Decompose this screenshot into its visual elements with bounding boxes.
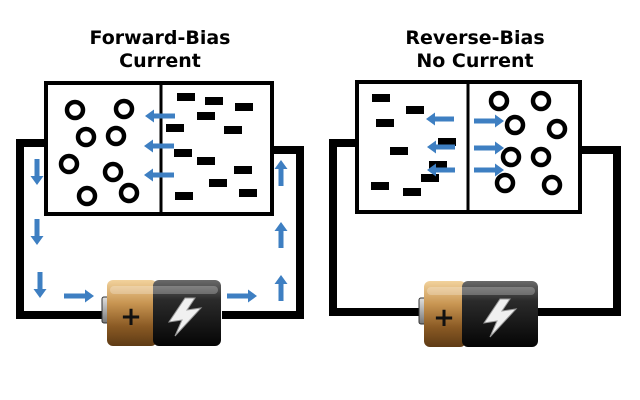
flow-arrow <box>474 141 504 155</box>
battery-copper-half <box>107 280 157 346</box>
reverse-circuit: + <box>329 80 621 347</box>
hole-circle <box>546 118 568 140</box>
hole-circle <box>58 153 80 175</box>
electron-dash <box>205 97 223 105</box>
hole-circle <box>102 161 124 183</box>
forward-title-line1: Forward-Bias <box>89 27 231 49</box>
plus-sign: + <box>120 302 142 332</box>
electron-dash <box>197 157 215 165</box>
reverse-wire-right <box>538 146 621 316</box>
electron-dash <box>175 192 193 200</box>
electron-dash <box>421 174 439 182</box>
hole-circle <box>76 185 98 207</box>
electron-dash <box>376 119 394 127</box>
hole-circle <box>75 126 97 148</box>
hole-circle <box>64 99 86 121</box>
hole-circle <box>541 174 563 196</box>
electron-dash <box>234 166 252 174</box>
forward-circuit: + <box>16 81 304 346</box>
electron-dash <box>438 138 456 146</box>
electron-dash <box>224 126 242 134</box>
reverse-title-line1: Reverse-Bias <box>405 27 545 49</box>
electron-dash <box>239 189 257 197</box>
hole-circle <box>105 125 127 147</box>
flow-arrow <box>274 160 288 186</box>
reverse-wire-left <box>329 139 422 316</box>
reverse-n-region <box>371 94 456 196</box>
forward-title-line2: Current <box>119 50 201 72</box>
flow-arrow <box>145 109 175 123</box>
flow-arrow <box>227 289 257 303</box>
hole-circle <box>530 146 552 168</box>
flow-arrow <box>274 222 288 248</box>
battery-shine <box>427 287 535 295</box>
electron-dash <box>406 106 424 114</box>
electron-dash <box>403 188 421 196</box>
reverse-title-line2: No Current <box>416 50 534 72</box>
battery-shine <box>110 286 218 294</box>
flow-arrow <box>30 219 44 245</box>
reverse-bias-title: Reverse-Bias No Current <box>375 27 575 73</box>
hole-circle <box>488 90 510 112</box>
electron-dash <box>166 124 184 132</box>
flow-arrow <box>144 168 174 182</box>
hole-circle <box>504 114 526 136</box>
forward-bias-title: Forward-Bias Current <box>60 27 260 73</box>
electron-dash <box>371 182 389 190</box>
forward-n-region <box>166 93 257 200</box>
flow-arrow <box>274 275 288 301</box>
flow-arrow <box>427 163 455 177</box>
hole-circle <box>494 172 516 194</box>
electron-dash <box>174 149 192 157</box>
hole-circle <box>500 146 522 168</box>
hole-circle <box>530 90 552 112</box>
flow-arrow <box>144 139 174 153</box>
bolt-icon <box>482 298 518 338</box>
flow-arrow <box>30 159 44 185</box>
flow-arrow <box>426 112 454 126</box>
bolt-icon <box>167 297 203 337</box>
electron-dash <box>390 147 408 155</box>
battery-copper-half <box>424 281 466 347</box>
electron-dash <box>429 161 447 169</box>
flow-arrow <box>427 140 455 154</box>
electron-dash <box>235 103 253 111</box>
hole-circle <box>113 98 135 120</box>
flow-arrow <box>474 163 504 177</box>
reverse-drift-arrows <box>426 112 504 177</box>
forward-wire-right <box>222 146 304 319</box>
flow-arrow <box>33 272 47 298</box>
electron-dash <box>197 112 215 120</box>
reverse-p-region <box>488 90 568 196</box>
forward-p-region <box>58 98 140 207</box>
forward-battery: + <box>101 280 221 346</box>
electron-dash <box>177 93 195 101</box>
plus-sign: + <box>433 303 455 333</box>
electron-dash <box>209 179 227 187</box>
flow-arrow <box>64 289 94 303</box>
reverse-battery: + <box>418 281 538 347</box>
hole-circle <box>118 182 140 204</box>
electron-dash <box>372 94 390 102</box>
forward-wire-left <box>16 139 105 319</box>
forward-current-arrows <box>30 109 288 303</box>
flow-arrow <box>474 114 504 128</box>
